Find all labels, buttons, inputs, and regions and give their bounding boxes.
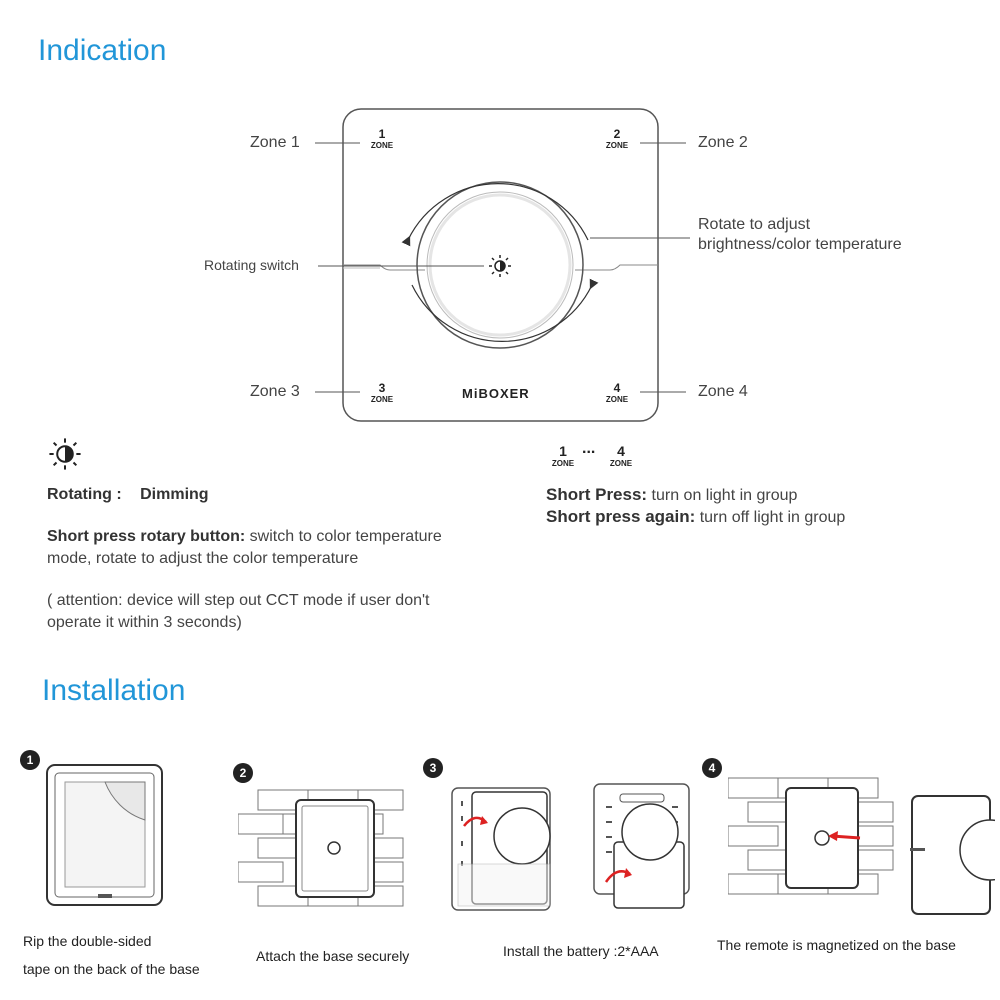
zone3-label: Zone 3 <box>250 383 300 400</box>
brightness-legend-icon <box>49 438 81 470</box>
step3-battery-illustration <box>593 783 690 909</box>
step4-illustration <box>728 777 894 895</box>
zone2-word: ZONE <box>605 141 629 150</box>
short-press-again-row: Short press again: turn off light in gro… <box>546 506 845 529</box>
zone3-word: ZONE <box>370 395 394 404</box>
zone3-button[interactable]: 3 ZONE <box>366 382 398 404</box>
installation-title: Installation <box>42 674 186 707</box>
zone1-label: Zone 1 <box>250 134 300 151</box>
short-press-row: Short Press: turn on light in group <box>546 484 797 507</box>
step1-caption-line1: Rip the double-sided <box>23 933 152 949</box>
brightness-icon <box>489 255 511 277</box>
zone3-number: 3 <box>378 381 386 395</box>
short-press-again-text: turn off light in group <box>695 509 846 526</box>
zone-last-word: ZONE <box>609 459 633 468</box>
step2-badge: 2 <box>233 763 253 783</box>
brand-logo: MiBOXER <box>462 386 530 401</box>
attention-note: ( attention: device will step out CCT mo… <box>47 592 430 631</box>
short-press-text: turn on light in group <box>647 487 798 504</box>
zone1-number: 1 <box>378 127 386 141</box>
short-press-rotary: Short press rotary button: switch to col… <box>47 526 467 570</box>
step1-badge: 1 <box>20 750 40 770</box>
short-press-rotary-label: Short press rotary button: <box>47 528 246 545</box>
zone-first-number: 1 <box>559 443 567 459</box>
zone1-word: ZONE <box>370 141 394 150</box>
step4-caption: The remote is magnetized on the base <box>717 937 956 953</box>
step4-badge: 4 <box>702 758 722 778</box>
remote-device-illustration <box>315 108 690 422</box>
rotating-value: Dimming <box>140 486 209 503</box>
zone4-number: 4 <box>613 381 621 395</box>
short-press-rotary-text: switch to color temperature mode, rotate… <box>47 528 442 567</box>
step1-caption-line2: tape on the back of the base <box>23 961 200 977</box>
rotating-switch-label: Rotating switch <box>204 257 299 273</box>
step2-illustration <box>238 789 404 907</box>
short-press-again-label: Short press again: <box>546 507 696 526</box>
zone-last-icon: 4 ZONE <box>606 444 636 468</box>
zone4-button[interactable]: 4 ZONE <box>601 382 633 404</box>
short-press-label: Short Press: <box>546 485 648 504</box>
rotate-adjust-label-line1: Rotate to adjust <box>698 216 811 233</box>
zone-first-word: ZONE <box>551 459 575 468</box>
rotate-adjust-label-line2: brightness/color temperature <box>698 236 902 253</box>
zone2-button[interactable]: 2 ZONE <box>601 128 633 150</box>
step2-caption: Attach the base securely <box>256 948 410 964</box>
indication-title: Indication <box>38 34 167 67</box>
zone1-button[interactable]: 1 ZONE <box>366 128 398 150</box>
step3-caption: Install the battery :2*AAA <box>503 943 659 959</box>
step3-illustration <box>451 787 551 911</box>
zone2-label: Zone 2 <box>698 134 748 151</box>
rotating-label: Rotating : <box>47 486 122 503</box>
zone-last-number: 4 <box>617 443 625 459</box>
zone2-number: 2 <box>613 127 621 141</box>
zone4-word: ZONE <box>605 395 629 404</box>
zone-first-icon: 1 ZONE <box>548 444 578 468</box>
rotating-row: Rotating : Dimming <box>47 484 209 506</box>
step4-side-illustration <box>910 795 995 915</box>
step3-badge: 3 <box>423 758 443 778</box>
zone4-label: Zone 4 <box>698 383 748 400</box>
zone-ellipsis: ... <box>582 440 596 457</box>
step1-illustration <box>46 764 163 906</box>
